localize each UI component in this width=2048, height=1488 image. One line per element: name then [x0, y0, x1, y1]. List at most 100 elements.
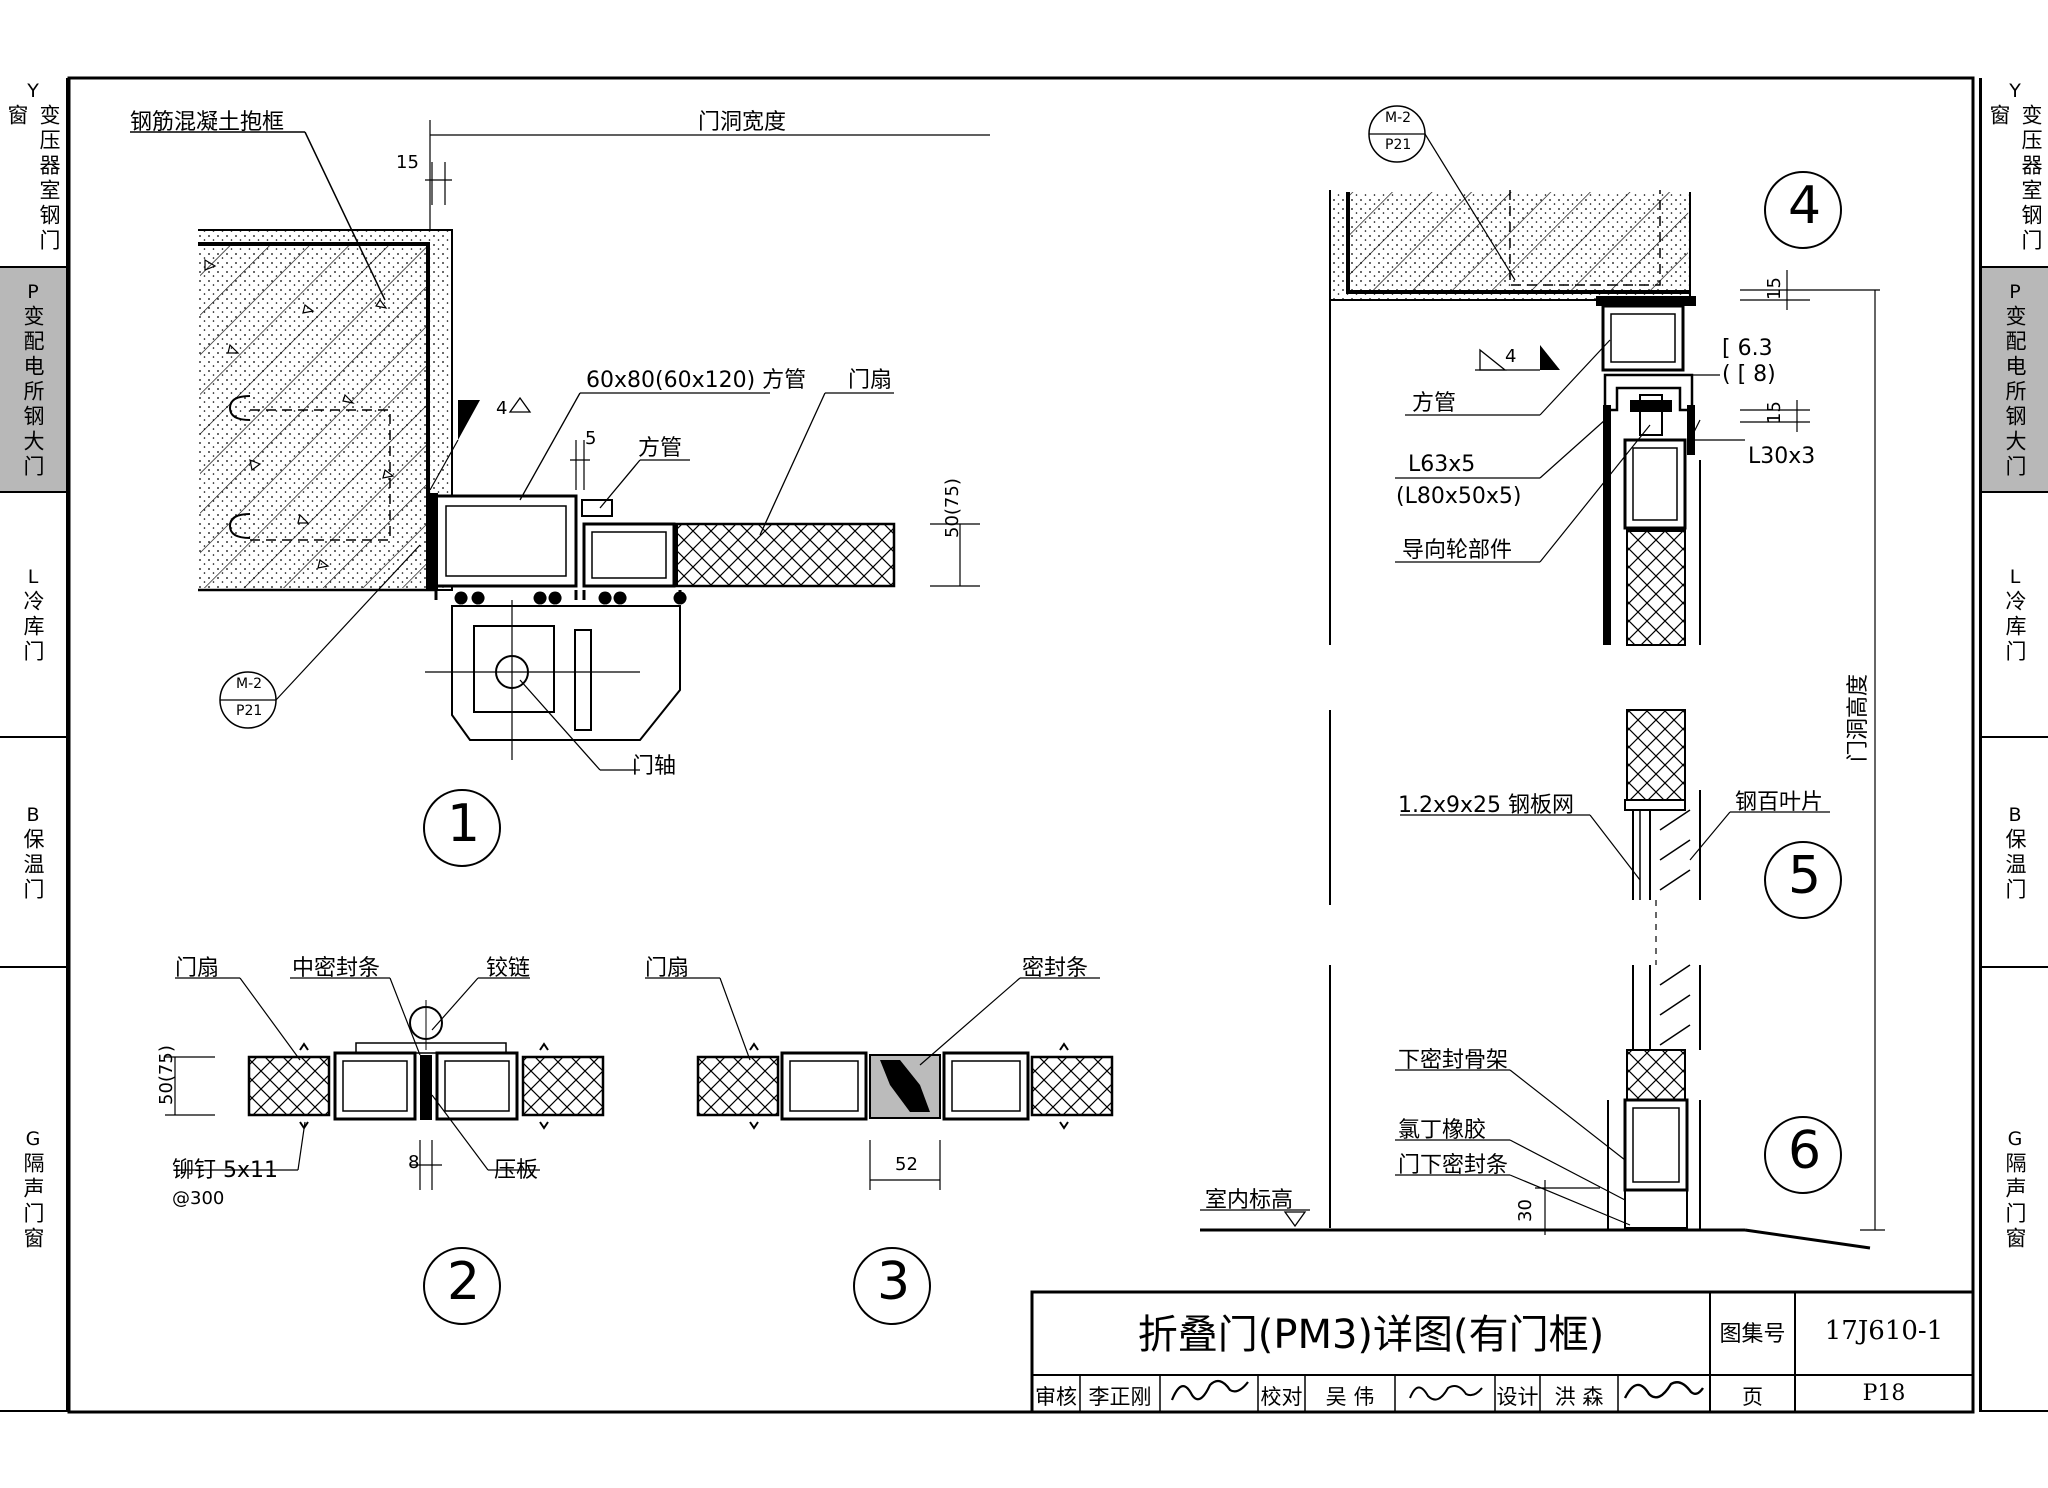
bottom-seal-label: 门下密封条: [1398, 1153, 1509, 1178]
index-tab-code: B: [2008, 803, 2022, 826]
ref-mark-top-4: M-2: [1385, 110, 1412, 126]
index-tab-code: L: [27, 566, 39, 588]
designer-signature: [1623, 1381, 1704, 1399]
detail-3-plan: [645, 977, 1114, 1325]
ref-mark-top-1: M-2: [236, 676, 263, 692]
page-label: 页: [1742, 1385, 1763, 1409]
reviewer-name: 李正刚: [1088, 1385, 1152, 1409]
angle-label: L63x5: [1408, 452, 1476, 477]
ref-mark-bottom-1: P21: [236, 703, 263, 719]
design-label: 设计: [1496, 1385, 1539, 1409]
ref-mark-bottom-4: P21: [1385, 137, 1412, 153]
concrete-frame-label: 钢筋混凝土抱框: [130, 110, 285, 135]
detail-number-2: 2: [447, 1252, 481, 1312]
detail-number-4: 4: [1788, 176, 1822, 236]
bottom-seal-frame-label: 下密封骨架: [1398, 1048, 1509, 1073]
opening-width-label: 门洞宽度: [698, 110, 787, 135]
square-tube-big-label: 60x80(60x120) 方管: [586, 368, 807, 393]
index-tab-code: P: [27, 281, 39, 303]
designer-name: 洪 森: [1554, 1385, 1604, 1409]
rivet-spacing-label: @300: [172, 1188, 225, 1209]
index-tab-code: B: [26, 803, 40, 826]
dim-15-top-label: 15: [1764, 277, 1785, 300]
opening-height-label: 门洞高度: [1846, 673, 1871, 762]
angle-alt-label: (L80x50x5): [1396, 484, 1522, 509]
dim-8-label: 8: [408, 1152, 420, 1173]
detail-number-5: 5: [1788, 846, 1822, 906]
channel-label: [ 6.3: [1722, 336, 1773, 361]
detail-number-3: 3: [877, 1252, 911, 1312]
atlas-number: 17J610-1: [1824, 1316, 1944, 1346]
press-plate-label: 压板: [494, 1158, 539, 1183]
neoprene-label: 氯丁橡胶: [1398, 1118, 1487, 1143]
checker-signature: [1409, 1385, 1483, 1401]
index-tab-text: 变配电所钢大门: [2003, 305, 2027, 480]
index-tab-text: 冷库门: [2003, 590, 2027, 665]
detail-4-6-section: [1200, 105, 1885, 1250]
rivet-label: 铆钉 5x11: [172, 1158, 279, 1183]
hinge-label: 铰链: [486, 956, 531, 981]
drawing-border: [67, 76, 1975, 1414]
page-number: P18: [1862, 1381, 1906, 1406]
channel-alt-label: ( [ 8): [1722, 362, 1776, 387]
check-label: 校对: [1260, 1385, 1303, 1409]
center-seal-label: 中密封条: [292, 956, 381, 981]
dim-15-label: 15: [396, 152, 419, 173]
detail-number-1: 1: [447, 794, 481, 854]
square-tube-small-label: 方管: [638, 436, 683, 461]
index-tab-text: 保温门: [21, 827, 45, 903]
index-tab-code: Y: [2009, 80, 2021, 102]
dim-15-mid-label: 15: [1764, 401, 1785, 424]
dim-52-label: 52: [895, 1154, 918, 1175]
index-tab-code: L: [2009, 566, 2021, 588]
reviewer-signature: [1170, 1379, 1249, 1401]
weld-size-label-1: 4: [496, 398, 508, 419]
seal-label: 密封条: [1022, 956, 1089, 981]
index-tab-code: G: [2007, 1128, 2023, 1150]
index-tab-code: G: [25, 1128, 41, 1150]
index-tab-text: 变配电所钢大门: [21, 305, 45, 480]
detail-1-plan: [130, 120, 990, 867]
index-tab-text: 隔声门窗: [2003, 1152, 2027, 1252]
index-tab-text: 变压器室钢门窗: [1987, 104, 2043, 254]
dim-thickness-label-1: 50(75): [942, 478, 963, 538]
door-leaf-label-1: 门扇: [848, 368, 893, 393]
title-block: [1030, 1290, 1975, 1414]
index-tab-text: 冷库门: [21, 590, 45, 665]
index-tab-text: 保温门: [2003, 827, 2027, 903]
atlas-label: 图集号: [1719, 1322, 1786, 1347]
angle-small-label: L30x3: [1748, 444, 1816, 469]
index-tab-text: 隔声门窗: [21, 1152, 45, 1252]
drawing-title: 折叠门(PM3)详图(有门框): [1137, 1312, 1605, 1358]
door-leaf-label-2: 门扇: [175, 956, 220, 981]
steel-louver-label: 钢百叶片: [1735, 790, 1824, 815]
door-axis-label: 门轴: [632, 754, 677, 779]
floor-level-label: 室内标高: [1205, 1188, 1294, 1213]
index-tab-code: Y: [27, 80, 39, 102]
index-tab-code: P: [2009, 281, 2021, 303]
door-leaf-label-3: 门扇: [645, 956, 690, 981]
dim-thickness-label-2: 50(75): [156, 1045, 177, 1105]
review-label: 审核: [1035, 1385, 1077, 1409]
detail-2-plan: [165, 977, 605, 1325]
weld-size-label-4: 4: [1505, 346, 1517, 367]
detail-number-6: 6: [1788, 1121, 1822, 1181]
steel-mesh-label: 1.2x9x25 钢板网: [1398, 793, 1575, 818]
dim-30-label: 30: [1515, 1199, 1536, 1222]
index-tab-text: 变压器室钢门窗: [5, 104, 61, 254]
guide-wheel-label: 导向轮部件: [1402, 538, 1513, 563]
